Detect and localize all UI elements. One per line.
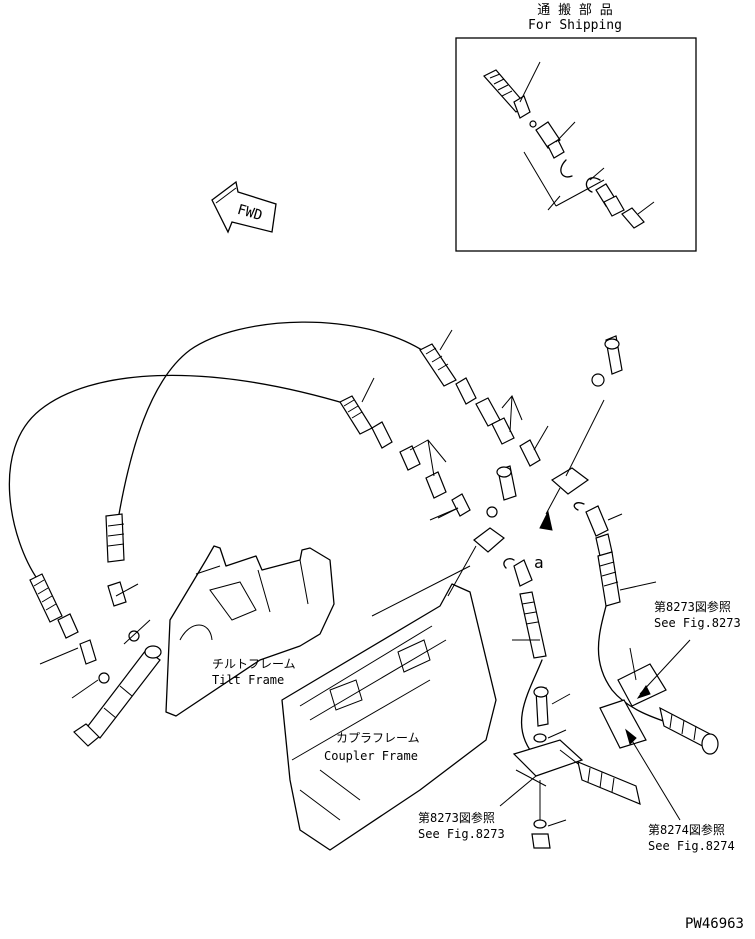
- reference-callout-lower-right: 第8274図参照 See Fig.8274: [648, 822, 735, 853]
- hose-lower-right: [520, 551, 691, 751]
- shipping-seal-2: [585, 177, 601, 193]
- reference-callout-lower-center: 第8273図参照 See Fig.8273: [418, 810, 505, 841]
- reference-3-en: See Fig.8274: [648, 839, 735, 853]
- forward-direction-arrow: FWD: [211, 180, 277, 234]
- coupler-frame-label-en: Coupler Frame: [324, 749, 418, 763]
- clamp-assembly-right: [599, 639, 719, 821]
- shipping-hose-fitting: [483, 61, 541, 119]
- drawing-number: PW46963: [685, 916, 744, 932]
- shipping-box-frame: [455, 37, 697, 252]
- fittings-right: [503, 502, 623, 659]
- tilt-frame-label-en: Tilt Frame: [212, 673, 284, 687]
- hose-assembly-left: [8, 321, 549, 581]
- tilt-frame: チルトフレーム Tilt Frame: [165, 545, 335, 717]
- reference-callout-upper-right: 第8273図参照 See Fig.8273: [654, 599, 741, 630]
- hose-end-left: [29, 513, 151, 699]
- tilt-cylinder: [73, 645, 162, 747]
- shipping-seal: [560, 159, 573, 178]
- junction-block-right: a: [534, 335, 623, 572]
- reference-2-jp: 第8273図参照: [418, 810, 495, 825]
- reference-3-jp: 第8274図参照: [648, 822, 725, 837]
- point-marker-a: a: [534, 553, 544, 572]
- coupler-frame-label-jp: カプラフレーム: [336, 731, 420, 745]
- shipping-parts-group: 通 搬 部 品 For Shipping: [455, 3, 697, 252]
- shipping-bracket-lines: [523, 151, 605, 207]
- reference-2-en: See Fig.8273: [418, 827, 505, 841]
- tilt-frame-label-jp: チルトフレーム: [212, 657, 296, 671]
- shipping-adapter: [535, 121, 576, 159]
- shipping-title-en: For Shipping: [528, 18, 622, 33]
- fwd-label: FWD: [235, 202, 264, 224]
- o-ring-left: [98, 672, 110, 684]
- reference-1-en: See Fig.8273: [654, 616, 741, 630]
- junction-block-center: [437, 465, 517, 597]
- shipping-plug: [621, 201, 655, 229]
- shipping-title-jp: 通 搬 部 品: [537, 3, 612, 18]
- clamp-assembly-lower: [499, 686, 641, 849]
- shipping-elbow: [595, 183, 625, 217]
- reference-1-jp: 第8273図参照: [654, 599, 731, 614]
- shipping-o-ring: [529, 120, 537, 128]
- coupler-frame: カプラフレーム Coupler Frame: [281, 565, 497, 851]
